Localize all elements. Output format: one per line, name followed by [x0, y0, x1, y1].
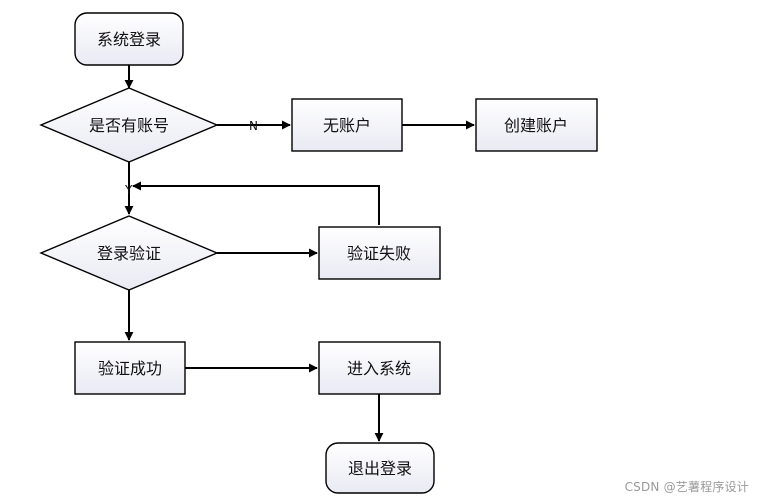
node-verify-success [74, 341, 186, 395]
node-verify-success-label: 验证成功 [98, 359, 162, 378]
edge-label-no: N [249, 119, 258, 133]
edge-label-yes: Y [124, 183, 133, 197]
node-has-account-label: 是否有账号 [89, 116, 169, 135]
node-login-verify-label: 登录验证 [97, 244, 161, 263]
node-logout [325, 442, 435, 494]
node-enter-system [318, 341, 441, 395]
node-create-account-label: 创建账户 [504, 116, 568, 135]
node-login-verify-decision [39, 215, 219, 291]
watermark: CSDN @艺薯程序设计 [624, 480, 749, 494]
edge-verify-fail-loop-back [132, 181, 380, 225]
node-create-account [475, 98, 598, 152]
node-start-label: 系统登录 [97, 30, 161, 49]
node-enter-system-label: 进入系统 [347, 359, 411, 378]
node-has-account-decision [39, 87, 219, 163]
node-no-account-label: 无账户 [323, 116, 371, 135]
node-no-account [291, 98, 403, 152]
node-logout-label: 退出登录 [348, 459, 412, 478]
node-start [74, 12, 184, 66]
node-verify-fail [318, 226, 441, 280]
node-verify-fail-label: 验证失败 [347, 244, 411, 263]
